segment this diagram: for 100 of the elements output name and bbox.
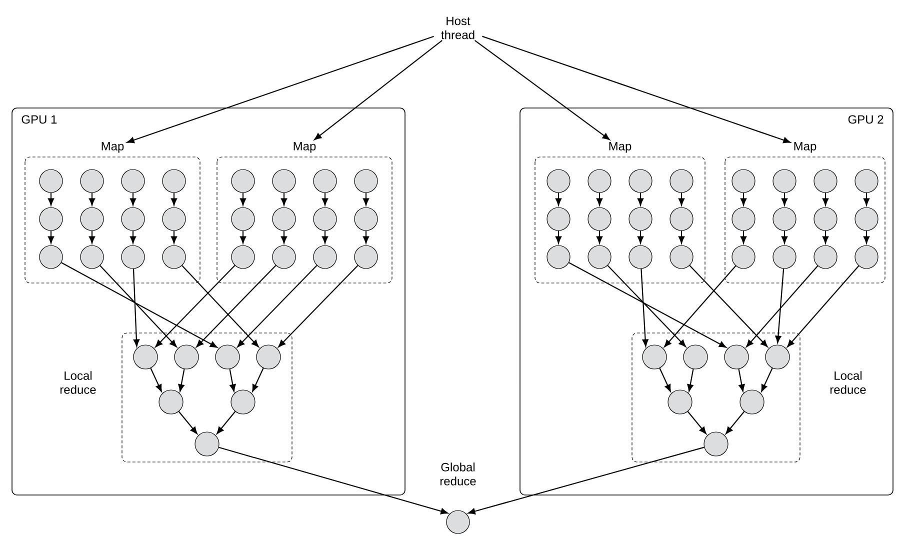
task-node xyxy=(162,207,186,231)
arrow xyxy=(237,265,318,348)
arrow xyxy=(314,40,442,140)
task-node xyxy=(732,245,756,269)
arrow xyxy=(781,192,788,206)
task-node xyxy=(732,169,756,193)
arrow xyxy=(596,230,603,244)
task-node xyxy=(80,169,104,193)
arrow xyxy=(637,230,644,244)
task-node xyxy=(121,169,145,193)
arrow xyxy=(740,192,747,206)
reduce-group: Local reduce xyxy=(632,332,866,462)
arrow xyxy=(240,192,246,206)
task-node xyxy=(546,169,570,193)
arrow xyxy=(468,446,704,514)
arrow xyxy=(216,411,236,434)
arrow xyxy=(196,265,276,348)
arrow xyxy=(61,262,218,348)
task-node xyxy=(772,207,796,231)
task-node xyxy=(256,344,281,370)
task-node xyxy=(272,169,296,193)
task-node xyxy=(854,169,878,193)
arrow xyxy=(863,192,870,206)
arrow xyxy=(150,368,162,392)
task-node xyxy=(814,245,838,269)
task-node xyxy=(121,245,145,269)
node-label: Map xyxy=(102,142,124,153)
task-node xyxy=(230,390,256,414)
arrow xyxy=(738,368,745,392)
arrow xyxy=(596,192,603,206)
arrow xyxy=(178,411,198,434)
arrow xyxy=(278,265,358,348)
task-node xyxy=(272,207,296,231)
task-node xyxy=(231,207,255,231)
task-node xyxy=(704,432,728,456)
arrow xyxy=(863,230,870,244)
node-label: Map xyxy=(294,142,316,153)
map-group: Map xyxy=(534,142,706,284)
task-node xyxy=(231,169,255,193)
arrow xyxy=(689,265,768,348)
arrow xyxy=(218,446,448,514)
task-node xyxy=(272,245,296,269)
arrow xyxy=(555,230,562,244)
arrow xyxy=(659,368,671,392)
task-node xyxy=(354,245,378,269)
task-node xyxy=(814,169,838,193)
task-node: Global reduce xyxy=(440,462,476,534)
task-node xyxy=(174,344,199,370)
task-node xyxy=(80,207,104,231)
arrow xyxy=(822,192,829,206)
arrow xyxy=(482,36,791,144)
arrow xyxy=(775,268,784,344)
task-node xyxy=(683,344,708,370)
task-node xyxy=(121,207,145,231)
arrow xyxy=(726,411,745,434)
task-node xyxy=(854,207,878,231)
task-node xyxy=(732,207,756,231)
map-group: Map xyxy=(216,142,392,284)
arrow xyxy=(88,192,96,206)
task-node xyxy=(194,432,220,456)
arrow xyxy=(362,192,370,206)
task-node xyxy=(546,207,570,231)
task-node xyxy=(158,390,184,414)
task-node xyxy=(39,207,63,231)
task-node xyxy=(854,245,878,269)
arrow xyxy=(130,230,136,244)
arrow xyxy=(170,192,178,206)
arrow xyxy=(322,192,328,206)
task-node xyxy=(313,207,337,231)
task-node xyxy=(628,169,652,193)
task-node xyxy=(724,344,749,370)
map-group: Map xyxy=(724,142,886,284)
node-label: Map xyxy=(609,142,632,153)
arrow xyxy=(362,230,370,244)
arrow xyxy=(607,265,686,348)
task-node xyxy=(668,390,692,414)
arrow xyxy=(182,265,259,348)
task-node xyxy=(231,245,255,269)
task-node xyxy=(313,169,337,193)
arrow xyxy=(761,368,773,392)
task-node xyxy=(670,207,694,231)
task-node xyxy=(628,245,652,269)
arrow xyxy=(155,265,236,348)
arrow xyxy=(132,268,140,347)
task-node xyxy=(814,207,838,231)
task-node xyxy=(39,245,63,269)
arrow xyxy=(746,266,818,348)
host-label: Host thread xyxy=(441,16,474,40)
arrow xyxy=(687,368,694,392)
arrow xyxy=(280,192,288,206)
task-node xyxy=(642,344,667,370)
arrow xyxy=(88,230,96,244)
arrow xyxy=(664,266,736,348)
task-node xyxy=(313,245,337,269)
arrow xyxy=(678,192,685,206)
arrow xyxy=(555,192,562,206)
node-label: Local reduce xyxy=(60,371,96,394)
node-label: Local reduce xyxy=(830,371,866,394)
task-node xyxy=(354,169,378,193)
arrow xyxy=(568,262,726,348)
